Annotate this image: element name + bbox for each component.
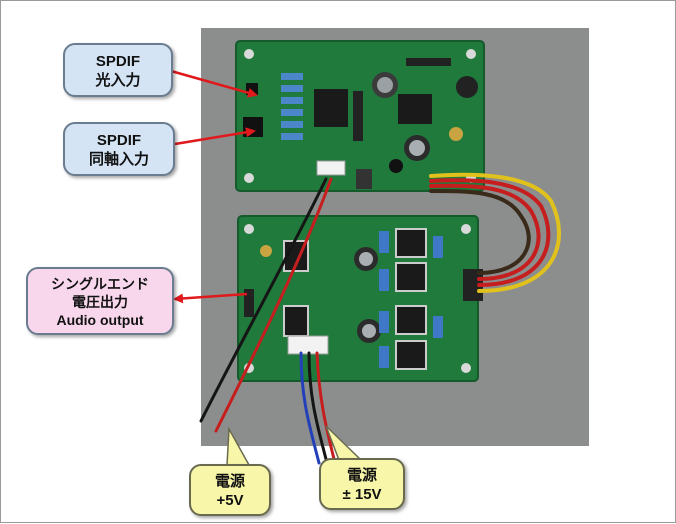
arrow-audio-output [173, 292, 248, 304]
arrow-spdif-coax [174, 127, 256, 146]
spdif-optical-callout: SPDIF 光入力 [63, 43, 173, 97]
power-5v-callout: 電源 +5V [189, 464, 271, 516]
spdif-optical-line1: SPDIF [95, 53, 141, 70]
power-5v-line2: +5V [216, 492, 244, 509]
audio-output-line1: シングルエンド [51, 276, 149, 292]
power-5v-line1: 電源 [214, 473, 245, 490]
top-pcb-board [235, 40, 485, 192]
cables [199, 172, 561, 465]
audio-output-line3: Audio output [56, 312, 144, 328]
power-15v-line1: 電源 [346, 467, 377, 484]
arrow-spdif-optical [170, 69, 258, 98]
audio-output-line2: 電圧出力 [72, 294, 128, 310]
spdif-coax-line2: 同軸入力 [88, 151, 149, 168]
power-15v-callout: 電源 ± 15V [319, 458, 405, 510]
spdif-coax-callout: SPDIF 同軸入力 [63, 122, 175, 176]
spdif-coax-line1: SPDIF [96, 132, 142, 149]
power-15v-line2: ± 15V [342, 486, 382, 503]
audio-output-callout: シングルエンド 電圧出力 Audio output [26, 267, 174, 335]
spdif-optical-line2: 光入力 [95, 72, 141, 89]
bottom-pcb-board [237, 215, 483, 382]
